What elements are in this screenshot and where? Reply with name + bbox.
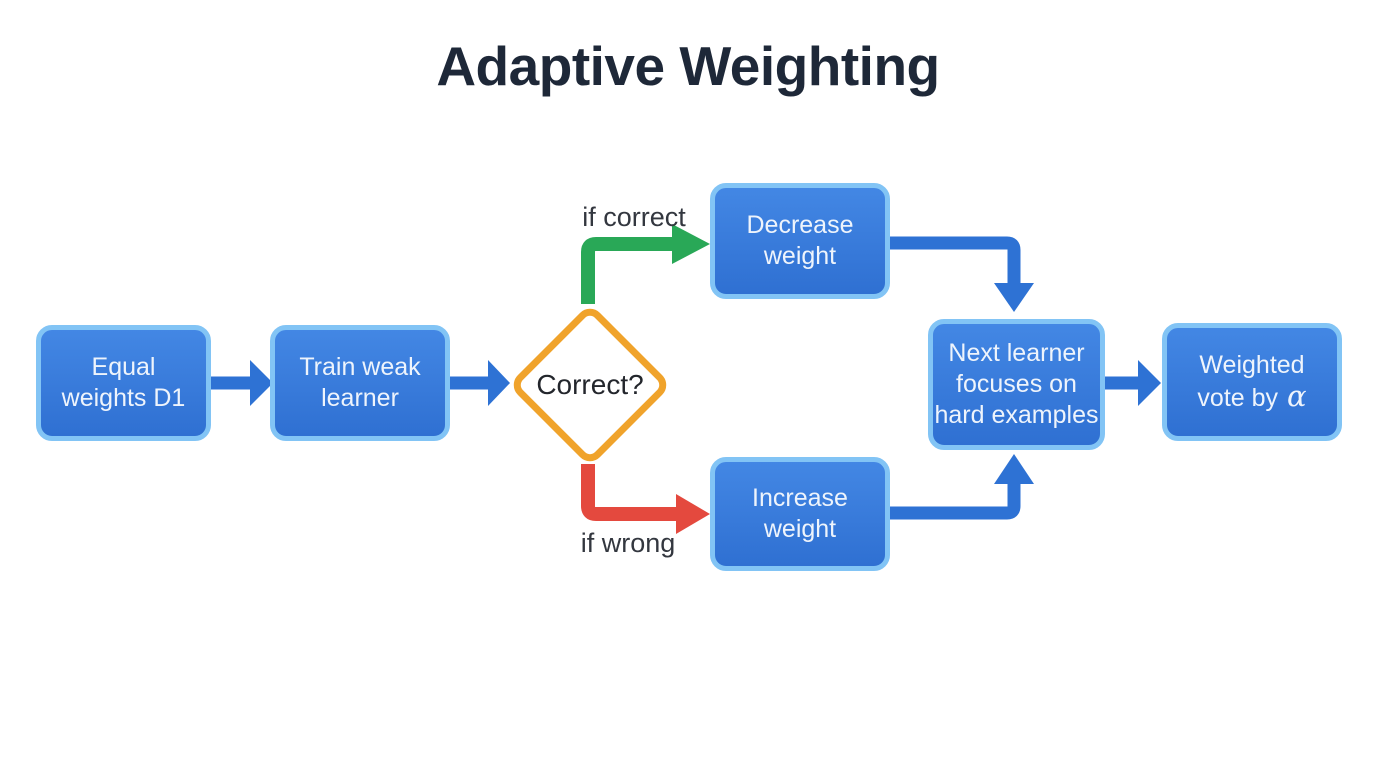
- arrow-if-wrong-to-increase: [581, 464, 710, 534]
- node-weighted-vote-text: Weighted vote by: [1197, 351, 1305, 412]
- arrow-next-learner-to-vote: [1105, 360, 1161, 406]
- arrow-decrease-to-next-learner: [890, 236, 1034, 312]
- node-weighted-vote-label: Weighted vote by α: [1197, 350, 1306, 414]
- alpha-symbol: α: [1286, 379, 1307, 413]
- node-weighted-vote: Weighted vote by α: [1162, 323, 1342, 441]
- node-increase-weight: Increase weight: [710, 457, 890, 571]
- node-next-learner: Next learner focuses on hard examples: [928, 319, 1105, 450]
- node-increase-weight-label: Increase weight: [752, 484, 848, 543]
- node-decrease-weight-label: Decrease weight: [746, 211, 854, 270]
- decision-diamond-label: Correct?: [536, 369, 644, 400]
- edge-label-if-correct: if correct: [582, 202, 686, 232]
- node-equal-weights-label: Equal weights D1: [61, 353, 186, 412]
- page-title: Adaptive Weighting: [436, 35, 940, 97]
- arrow-equal-to-train: [211, 360, 273, 406]
- arrow-if-correct-to-decrease: [581, 224, 710, 304]
- node-decrease-weight: Decrease weight: [710, 183, 890, 299]
- node-train-weak-learner: Train weak learner: [270, 325, 450, 441]
- arrow-increase-to-next-learner: [890, 454, 1034, 520]
- arrow-train-to-decision: [450, 360, 510, 406]
- node-equal-weights: Equal weights D1: [36, 325, 211, 441]
- node-next-learner-label: Next learner focuses on hard examples: [934, 339, 1099, 429]
- edge-label-if-wrong: if wrong: [580, 528, 676, 558]
- node-train-weak-learner-label: Train weak learner: [299, 353, 421, 412]
